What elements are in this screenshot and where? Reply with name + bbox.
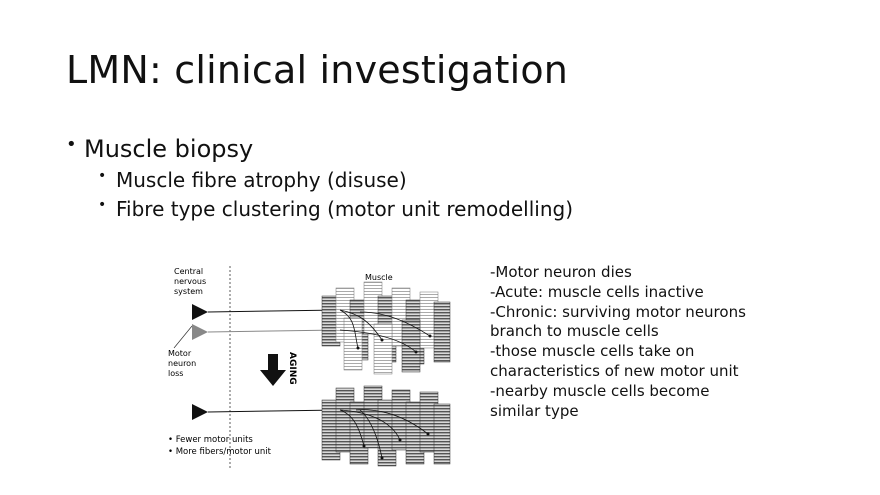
sub-bullet-fibre-atrophy: Muscle fibre atrophy (disuse) bbox=[98, 162, 573, 195]
label-cns-1: Central bbox=[174, 267, 203, 276]
neuron-triangle-lost bbox=[192, 324, 208, 340]
notes-text: -Motor neuron dies -Acute: muscle cells … bbox=[490, 263, 746, 420]
slide-title: LMN: clinical investigation bbox=[66, 48, 569, 92]
muscle-fibres-bottom bbox=[321, 385, 451, 467]
muscle-fibres-top bbox=[321, 281, 451, 375]
label-loss-3: loss bbox=[168, 369, 183, 378]
label-muscle: Muscle bbox=[365, 273, 393, 282]
label-aging: AGING bbox=[287, 352, 297, 385]
motor-unit-remodelling-figure: Central nervous system Muscle Motor neur… bbox=[168, 266, 451, 470]
legend-more: • More fibers/motor unit bbox=[168, 447, 272, 457]
label-cns-2: nervous bbox=[174, 277, 206, 286]
neuron-triangle-top bbox=[192, 304, 208, 320]
legend-fewer: • Fewer motor units bbox=[168, 435, 253, 445]
bullet-list: Muscle biopsy Muscle fibre atrophy (disu… bbox=[66, 128, 573, 224]
sub-bullet-fibre-clustering: Fibre type clustering (motor unit remode… bbox=[98, 191, 573, 224]
aging-arrow-icon bbox=[260, 354, 286, 386]
neuron-triangle-bottom bbox=[192, 404, 208, 420]
label-loss-2: neuron bbox=[168, 359, 196, 368]
label-cns-3: system bbox=[174, 287, 203, 296]
label-loss-1: Motor bbox=[168, 349, 192, 358]
bullet-muscle-biopsy: Muscle biopsy bbox=[66, 128, 573, 166]
